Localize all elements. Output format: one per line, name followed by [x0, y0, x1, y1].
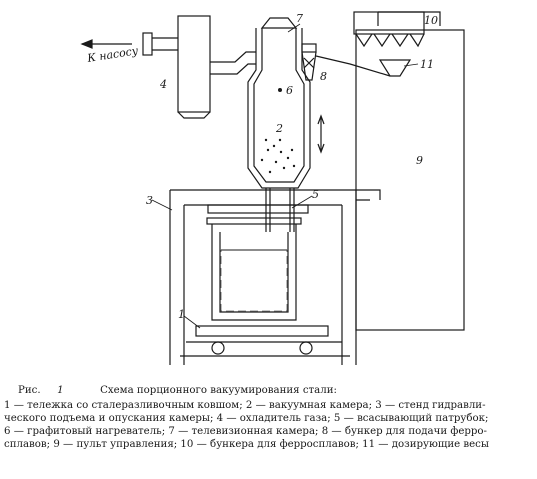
feed-conveyor — [315, 55, 391, 77]
label-7: 7 — [296, 12, 303, 25]
snorkel — [265, 188, 295, 232]
label-9: 9 — [416, 154, 423, 167]
label-8: 8 — [320, 70, 327, 83]
leader-5 — [291, 195, 313, 209]
caption-line: 1 — тележка со сталеразливочным ковшом; … — [4, 400, 486, 411]
pump-flange — [142, 32, 153, 56]
leader-7 — [287, 23, 301, 33]
label-6: 6 — [286, 84, 293, 97]
label-11: 11 — [420, 58, 434, 71]
ladle-trolley — [195, 325, 329, 337]
ladle — [211, 224, 297, 321]
ferroalloy-bunkers — [353, 11, 425, 35]
pump-arrow-head — [80, 39, 93, 49]
hopper-valve — [303, 57, 315, 69]
caption-line: 6 — графитовый нагреватель; 7 — телевизи… — [4, 426, 487, 437]
lift-stand-columns — [169, 190, 357, 365]
ladle-lining — [219, 232, 289, 313]
figure-number: 1 — [57, 385, 64, 396]
label-3: 3 — [146, 194, 153, 207]
metal-spray — [260, 138, 296, 174]
chamber-support — [207, 204, 309, 214]
tv-camera — [260, 17, 298, 29]
gas-cooler-bottom — [177, 111, 211, 119]
leader-3 — [151, 199, 173, 211]
ferroalloy-hopper-top — [301, 43, 317, 53]
leader-11 — [403, 63, 419, 67]
ferroalloy-hopper — [301, 51, 317, 81]
caption-line: ческого подъема и опускания камеры; 4 — … — [4, 413, 489, 424]
caption-title-line: Рис. 1 Схема порционного вакуумирования … — [18, 385, 337, 398]
vacuum-chamber — [247, 28, 311, 189]
pump-pipe — [152, 37, 178, 51]
label-2: 2 — [275, 122, 283, 135]
lift-stand-beam — [170, 189, 356, 206]
control-panel — [355, 29, 465, 331]
dosing-scale — [378, 59, 412, 77]
leader-1 — [183, 315, 201, 329]
vacuum-degassing-diagram: К насосу 4 7 6 8 2 10 11 9 3 5 1 — [80, 11, 465, 365]
label-10: 10 — [424, 14, 438, 27]
molten-steel — [220, 249, 288, 312]
figure-label: Рис. — [18, 385, 41, 396]
gas-duct — [210, 51, 256, 75]
bunker-hoppers — [355, 33, 425, 48]
label-1: 1 — [178, 308, 185, 321]
snorkel-lining — [269, 188, 291, 232]
vacuum-chamber-lining — [253, 28, 305, 183]
label-4: 4 — [159, 78, 167, 91]
label-5: 5 — [312, 188, 319, 201]
trolley-wheel — [299, 341, 313, 355]
ladle-rim — [206, 217, 302, 225]
caption-line: сплавов; 9 — пульт управления; 10 — бунк… — [4, 439, 489, 450]
trolley-wheel — [211, 341, 225, 355]
pump-label: К насосу — [85, 44, 139, 65]
caption-title: Схема порционного вакуумирования стали: — [100, 385, 337, 396]
gas-cooler — [177, 15, 211, 113]
lift-arrow-heads — [317, 114, 325, 154]
stand-side-rail — [356, 189, 381, 201]
graphite-heater — [278, 88, 282, 92]
